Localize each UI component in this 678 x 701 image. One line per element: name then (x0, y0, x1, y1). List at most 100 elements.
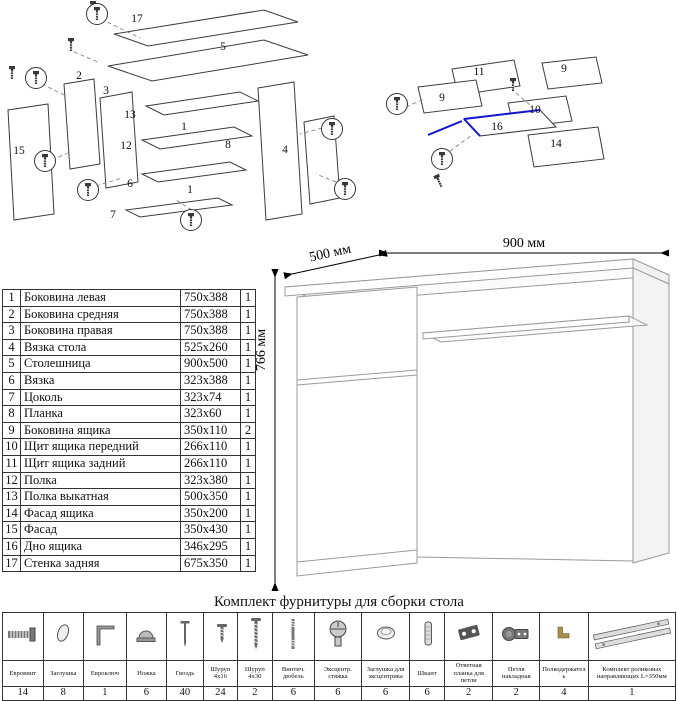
part-number: 13 (2, 488, 21, 506)
hardware-kit-title: Комплект фурнитуры для сборки стола (214, 594, 464, 610)
hardware-name: Ножка (125, 660, 168, 687)
hardware-name: Шуруп 4x16 (202, 660, 239, 687)
part-name: Боковина средняя (20, 305, 181, 324)
part-panel-pullout-shelf (144, 91, 260, 116)
part-number: 17 (2, 554, 21, 573)
nail-icon (180, 621, 190, 647)
part-panel-drawer-side-r (541, 56, 603, 90)
part-qty: 1 (240, 388, 256, 407)
part-number: 5 (2, 355, 21, 373)
hardware-name: Заглушка (42, 660, 85, 687)
part-label: 7 (110, 209, 116, 221)
part-number: 3 (2, 322, 21, 340)
part-panel-plinth (124, 197, 234, 218)
drawer-number-labels: 11 9 9 10 16 14 (439, 63, 567, 150)
hardware-name: Евроключ (83, 660, 127, 687)
hardware-qty: 6 (271, 685, 316, 701)
hardware-icon-cell (2, 612, 44, 661)
hardware-icon-cell (360, 612, 411, 661)
part-qty: 1 (240, 355, 256, 373)
part-panel-shelf (140, 126, 254, 150)
part-panel-door (7, 103, 55, 221)
part-name: Фасад (20, 521, 181, 539)
desk-right-side-panel (632, 267, 670, 564)
part-label: 15 (13, 145, 25, 157)
part-size: 675x350 (180, 554, 241, 573)
dim-line-depth (283, 249, 388, 280)
part-qty: 1 (240, 454, 256, 473)
part-panel-drawer-side-l (417, 79, 483, 114)
hardware-qty: 6 (360, 685, 411, 701)
hardware-name: Шуруп 4x30 (237, 660, 273, 687)
part-qty: 1 (240, 305, 256, 324)
drawer-highlight-lines (427, 109, 541, 137)
part-label: 10 (529, 104, 541, 116)
hardware-icon-cell (125, 612, 168, 661)
hardware-names-row: Евровинт Заглушка Евроключ Ножка Гвоздь … (2, 660, 677, 687)
hardware-name: Евровинт (2, 660, 44, 687)
desk-cabinet-front (296, 286, 418, 577)
hinge-plate-icon (457, 624, 480, 641)
part-qty: 1 (240, 438, 256, 456)
dim-width-label: 900 мм (503, 236, 545, 251)
part-name: Полка (20, 471, 181, 490)
screw-callout-icon (34, 150, 56, 172)
part-name: Стенка задняя (20, 554, 181, 573)
part-qty: 1 (240, 504, 256, 523)
hardware-icon-cell (539, 612, 589, 661)
part-label: 12 (120, 140, 132, 152)
part-size: 346x295 (180, 537, 241, 556)
part-panel-back-wall (113, 9, 299, 47)
part-label: 1 (187, 184, 193, 196)
part-label: 9 (561, 63, 567, 75)
plug-cap-icon (57, 624, 70, 642)
hardware-name: Комплект роликовых направляющих L=350мм (587, 660, 677, 687)
part-size: 900x500 (180, 355, 241, 373)
part-name: Вязка стола (20, 338, 181, 357)
part-panel-desktop (107, 39, 309, 82)
part-label: 8 (225, 139, 231, 151)
part-size: 323x388 (180, 371, 241, 390)
screw-callouts (25, 3, 356, 231)
part-qty: 1 (240, 488, 256, 506)
hardware-name: Эксцентр. стяжка (314, 660, 362, 687)
part-size: 266x110 (180, 438, 241, 456)
part-qty: 1 (240, 471, 256, 490)
part-label: 13 (124, 109, 136, 121)
dimension-lines (271, 249, 670, 592)
part-label: 3 (103, 85, 109, 97)
hardware-icon-cell (202, 612, 239, 661)
assembled-desk-view: 900 мм 500 мм 766 мм (254, 236, 670, 592)
hardware-name: Шкант (409, 660, 445, 687)
part-size: 750x388 (180, 305, 241, 324)
drawer-leader-lines (405, 92, 531, 152)
part-name: Щит ящика задний (20, 454, 181, 473)
hardware-name: Ответная планка для петли (443, 660, 494, 687)
part-size: 323x74 (180, 388, 241, 407)
part-panel-drawer-facade (527, 126, 605, 168)
hardware-qty: 8 (42, 685, 85, 701)
hardware-qty: 4 (539, 685, 589, 701)
hex-key-icon (96, 625, 115, 646)
part-panel-side-right (99, 91, 139, 189)
screw-dowel-icon (291, 619, 295, 649)
hardware-icon-cell (314, 612, 362, 661)
part-size: 323x380 (180, 471, 241, 490)
cam-lock-icon (329, 620, 347, 647)
hardware-qty: 2 (237, 685, 273, 701)
part-label: 16 (491, 121, 503, 133)
shelf-support-icon (557, 626, 570, 639)
part-number: 7 (2, 388, 21, 407)
part-name: Дно ящика (20, 537, 181, 556)
hardware-qty: 14 (2, 685, 44, 701)
desk-drawer-gap (296, 374, 418, 386)
